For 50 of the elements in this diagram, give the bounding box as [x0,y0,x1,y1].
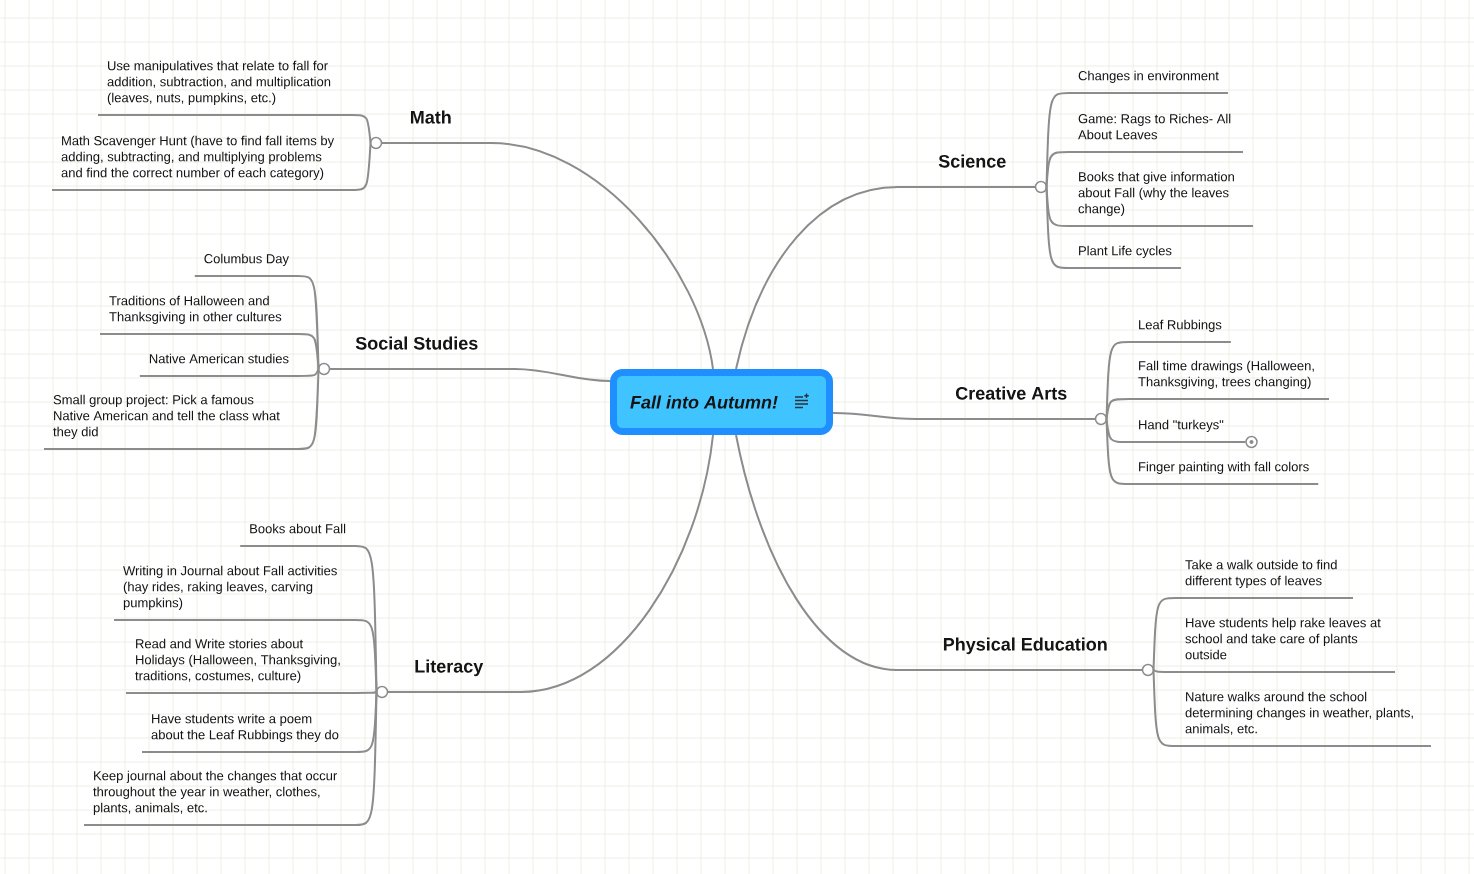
subtopic-item: Hand "turkeys" [1128,419,1247,443]
branch-line [1105,398,1130,420]
branch-heading: Literacy [386,659,522,693]
branch-line [514,368,611,382]
subtopic-item: Columbus Day [193,253,299,277]
subtopic-item: Keep journal about the changes that occur throughout the year in weather, clothes, plants, animals, etc. [83,770,356,826]
branch-line [297,368,320,450]
subtopic-item: Leaf Rubbings [1128,319,1232,343]
subtopic-item: Changes in environment [1068,70,1229,94]
branch-line [490,142,714,370]
subtopic-item: Math Scavenger Hunt (have to find fall items by adding, subtracting, and multiplying problems and find the correct number of each category) [51,135,353,191]
branch-line [1045,151,1070,188]
branch-line [1152,669,1177,673]
branch-line [1045,186,1070,269]
branch-line [520,434,714,693]
subtopic-item: Small group project: Pick a famous Native American and tell the class what they did [43,394,299,450]
subtopic-item: Native American studies [138,353,299,377]
branch-line [354,691,378,826]
subtopic-item: Books about Fall [239,523,356,547]
branch-line [297,368,320,377]
subtopic-item: Have students write a poem about the Leaf Rubbings they do [141,713,356,753]
branch-line [735,186,899,370]
subtopic-item: Fall time drawings (Halloween, Thanksgiving, trees changing) [1128,360,1330,400]
subtopic-item: Have students help rake leaves at school and take care of plants outside [1175,617,1396,673]
subtopic-item: Traditions of Halloween and Thanksgiving in other cultures [99,295,299,335]
branch-heading: Creative Arts [915,386,1097,420]
branch-line [297,333,320,370]
subtopic-item: Take a walk outside to find different types of leaves [1175,559,1354,599]
subtopic-item: Game: Rags to Riches- All About Leaves [1068,113,1244,153]
branch-heading: Science [897,154,1037,188]
branch-line [735,434,898,671]
branch-line [1105,418,1130,485]
branch-line [832,412,917,420]
branch-line [354,619,378,693]
subtopic-item: Books that give information about Fall (why the leaves change) [1068,171,1254,227]
branch-heading: Social Studies [328,336,516,370]
central-topic-box: Fall into Autumn! [610,369,833,435]
branch-line [351,114,372,144]
branch-line [354,691,378,694]
subtopic-item: Use manipulatives that relate to fall for addition, subtraction, and multiplication (leaves, nuts, pumpkins, etc.) [97,60,353,116]
branch-line [1152,669,1177,747]
branch-heading: Math [380,110,492,144]
subtopic-item: Plant Life cycles [1068,245,1182,269]
branch-line [1152,597,1177,671]
branch-heading: Physical Education [896,637,1144,671]
subtopic-item: Nature walks around the school determining changes in weather, plants, animals, etc. [1175,691,1432,747]
subtopic-item: Read and Write stories about Holidays (Halloween, Thanksgiving, traditions, costumes, culture) [125,638,356,694]
branch-line [351,142,372,191]
subtopic-item: Finger painting with fall colors [1128,461,1320,485]
subtopic-item: Writing in Journal about Fall activities (hay rides, raking leaves, carving pumpkins) [113,565,356,621]
